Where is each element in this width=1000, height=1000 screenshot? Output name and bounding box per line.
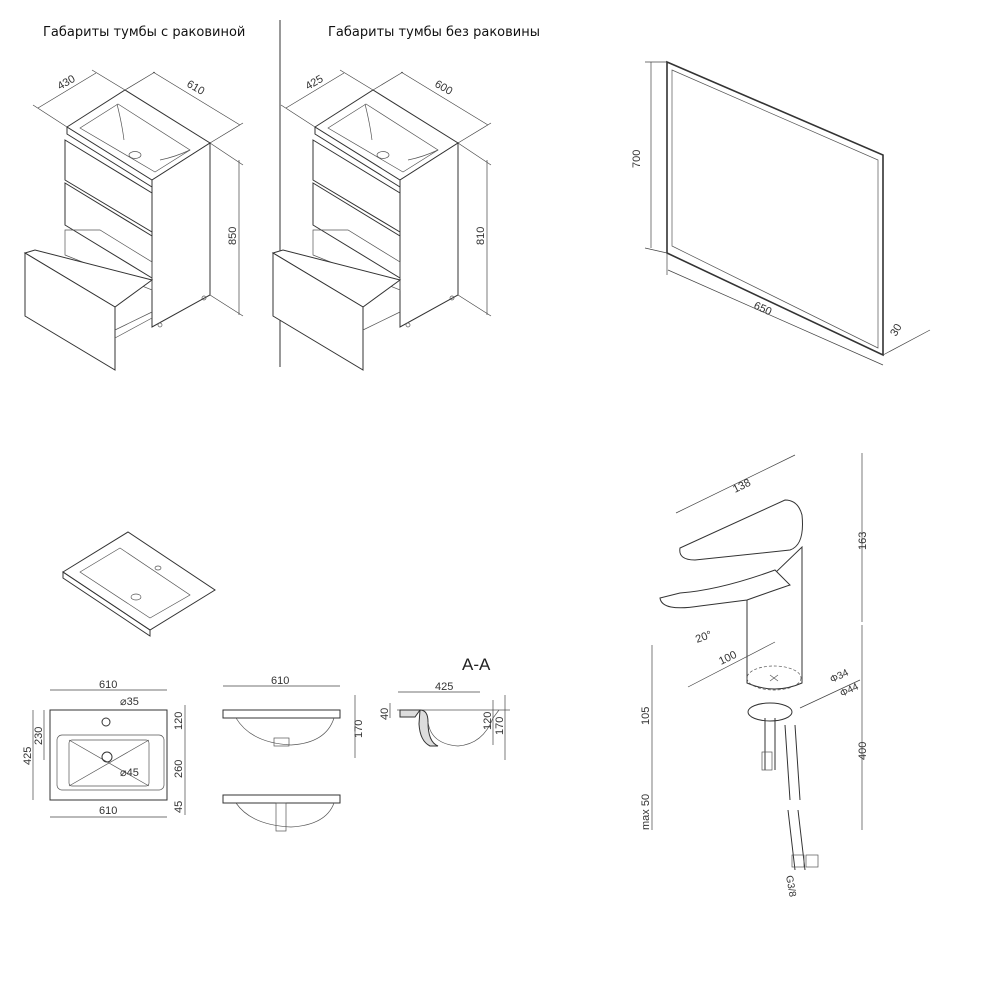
cabinet-without-sink-height: 810 bbox=[475, 227, 487, 245]
faucet-hole-diameter: ⌀35 bbox=[120, 696, 139, 708]
mirror-frame bbox=[666, 60, 884, 357]
faucet-spout bbox=[659, 569, 791, 609]
faucet-drawing: 138 163 20° 100 105 Φ34 Φ44 400 max 50 G… bbox=[640, 453, 869, 898]
cabinet-with-sink-depth: 430 bbox=[56, 73, 78, 93]
cabinet-without-sink-title: Габариты тумбы без раковины bbox=[328, 25, 540, 40]
max-countertop-thickness: max 50 bbox=[640, 794, 652, 830]
sink-plan-depth: 425 bbox=[22, 747, 34, 765]
cabinet-without-sink-drawing: Габариты тумбы без раковины 425 600 810 bbox=[271, 25, 540, 371]
spout-angle: 20° bbox=[694, 629, 714, 646]
sink-front-width: 610 bbox=[271, 675, 289, 687]
mirror-height: 700 bbox=[631, 150, 643, 168]
drain-hole-diameter: ⌀45 bbox=[120, 767, 139, 779]
sink-front-height: 170 bbox=[353, 720, 365, 738]
cabinet-with-sink-title: Габариты тумбы с раковиной bbox=[43, 25, 245, 40]
hose-thread: G3/8 bbox=[783, 875, 798, 899]
faucet-lever bbox=[679, 499, 803, 561]
mirror-depth: 30 bbox=[888, 322, 905, 339]
sink-plan-seg-120: 120 bbox=[173, 712, 185, 730]
section-width: 425 bbox=[435, 681, 453, 693]
sink-plan-width-bottom: 610 bbox=[99, 805, 117, 817]
sink-plan-seg-45: 45 bbox=[173, 801, 185, 813]
cabinet-without-sink-depth: 425 bbox=[304, 73, 326, 93]
cabinet-with-sink-width: 610 bbox=[185, 78, 207, 98]
sink-3d-drawing bbox=[62, 531, 216, 637]
cabinet-without-sink-width: 600 bbox=[433, 78, 455, 98]
section-bowl-depth: 120 bbox=[482, 712, 494, 730]
sink-front-view: 610 170 bbox=[222, 675, 365, 832]
section-height: 170 bbox=[494, 717, 506, 735]
sink-plan-seg-260: 260 bbox=[173, 760, 185, 778]
hose-length: 400 bbox=[857, 742, 869, 760]
sink-plan-width-top: 610 bbox=[99, 679, 117, 691]
base-diameter-34: Φ34 bbox=[828, 667, 850, 685]
faucet-height: 163 bbox=[857, 532, 869, 550]
section-label: A-A bbox=[462, 655, 491, 674]
sink-section-aa: A-A 425 40 120 170 bbox=[379, 655, 510, 760]
sink-plan-view: 610 610 425 230 ⌀35 ⌀45 120 260 45 bbox=[22, 679, 186, 818]
spout-height: 105 bbox=[640, 707, 652, 725]
mirror-drawing: 700 650 30 bbox=[631, 60, 931, 366]
cabinet-with-sink-height: 850 bbox=[227, 227, 239, 245]
faucet-length: 138 bbox=[731, 477, 753, 496]
faucet-reach: 100 bbox=[717, 649, 739, 668]
sink-plan-hole-depth: 230 bbox=[33, 727, 45, 745]
faucet-body bbox=[746, 545, 803, 690]
open-drawer-front bbox=[24, 252, 116, 371]
base-diameter-44: Φ44 bbox=[838, 681, 860, 699]
cabinet-with-sink-drawing: Габариты тумбы с раковиной 430 610 850 bbox=[23, 25, 245, 371]
section-rim: 40 bbox=[379, 708, 391, 720]
